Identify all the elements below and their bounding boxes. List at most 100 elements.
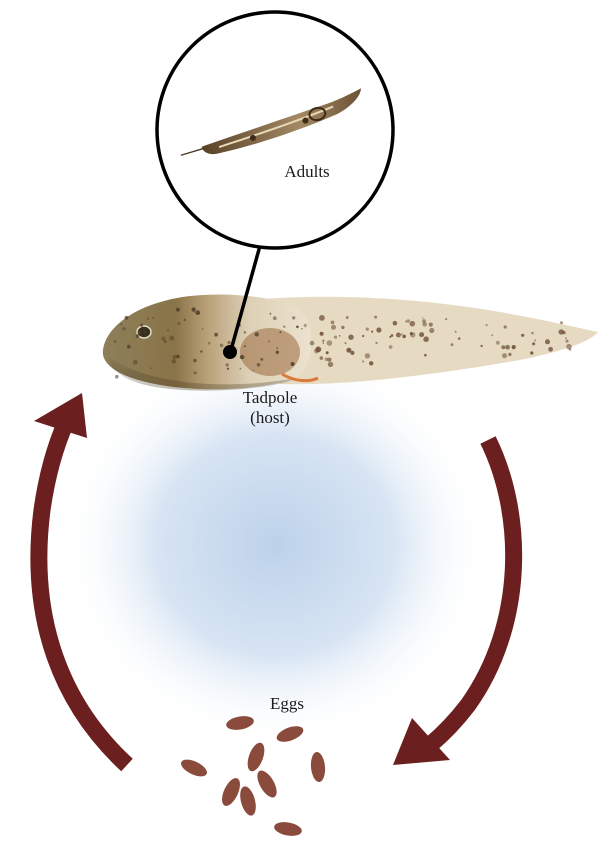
tadpole-spot <box>320 356 324 360</box>
tadpole-spot <box>227 341 230 344</box>
tadpole-spot <box>150 367 152 369</box>
tadpole-spot <box>176 308 180 312</box>
tadpole-spot <box>172 359 176 363</box>
egg <box>253 768 280 801</box>
tadpole-spot <box>147 318 149 320</box>
tadpole-spot <box>429 323 433 327</box>
tadpole-spot <box>410 332 415 337</box>
tadpole-spot <box>401 333 403 335</box>
tadpole-spot <box>200 350 202 352</box>
tadpole-spot <box>291 362 295 366</box>
tadpole-spot <box>184 319 186 321</box>
tadpole-spot <box>320 332 324 336</box>
tadpole-spot <box>508 353 511 356</box>
tadpole-spot <box>323 342 325 344</box>
label-eggs: Eggs <box>252 694 322 714</box>
tadpole-spot <box>389 345 393 349</box>
tadpole-spot <box>531 332 534 335</box>
tadpole-spot <box>410 321 416 327</box>
tadpole-spot <box>331 325 336 330</box>
tadpole-spot <box>170 336 175 341</box>
tadpole-spot <box>348 335 353 340</box>
tadpole-spot <box>407 319 410 322</box>
tadpole-spot <box>451 343 454 346</box>
tadpole-spot <box>177 322 180 325</box>
tadpole-spot <box>325 358 329 362</box>
tadpole-spot <box>374 316 377 319</box>
tadpole-spot <box>122 327 126 331</box>
tadpole-spot <box>530 351 533 354</box>
tadpole-spot <box>569 348 572 351</box>
tadpole-spot <box>133 360 138 365</box>
tadpole-spot <box>270 313 272 315</box>
tadpole-spot <box>339 335 341 337</box>
tadpole-spot <box>162 337 166 341</box>
egg <box>244 741 267 774</box>
tadpole-spot <box>366 328 369 331</box>
tadpole-spot <box>371 331 373 333</box>
label-tadpole-host: Tadpole (host) <box>215 388 325 428</box>
tadpole-spot <box>192 307 196 311</box>
tadpole-spot <box>194 371 197 374</box>
tadpole-spot <box>244 345 246 347</box>
tadpole-gut <box>240 328 300 376</box>
tadpole-spot <box>276 351 279 354</box>
tadpole-spot <box>167 329 169 331</box>
tadpole-spot <box>480 345 482 347</box>
tadpole-spot <box>565 337 567 339</box>
tadpole-spot <box>423 336 429 342</box>
inset-pointer-dot <box>223 345 237 359</box>
tadpole-spot <box>296 326 299 329</box>
tadpole-spot <box>344 342 346 344</box>
tadpole-spot <box>532 342 535 345</box>
tadpole-spot <box>365 353 370 358</box>
tadpole-spot <box>268 341 270 343</box>
tadpole-spot <box>322 340 324 342</box>
tadpole-spot <box>504 325 507 328</box>
tadpole-spot <box>255 332 259 336</box>
tadpole-spot <box>140 324 143 327</box>
tadpole-spot <box>114 340 117 343</box>
tadpole-spot <box>115 375 119 379</box>
tadpole-spot <box>331 321 335 325</box>
tadpole-spot <box>319 315 325 321</box>
adults-inset <box>157 12 393 248</box>
tadpole-spot <box>485 324 487 326</box>
tadpole-spot <box>491 334 493 336</box>
tadpole-spot <box>501 345 505 349</box>
tadpole-spot <box>422 322 427 327</box>
tadpole-spot <box>502 353 507 358</box>
tadpole-spot <box>376 327 381 332</box>
tadpole-spot <box>226 363 229 366</box>
tadpole-spot <box>120 323 122 325</box>
tadpole-spot <box>193 359 196 362</box>
tadpole-spot <box>244 331 247 334</box>
tadpole-spot <box>276 347 278 349</box>
tadpole-spot <box>283 326 285 328</box>
tadpole-spot <box>424 354 427 357</box>
tadpole-spot <box>138 330 141 333</box>
tadpole-spot <box>362 335 364 337</box>
egg <box>273 820 303 838</box>
tadpole-spot <box>393 321 398 326</box>
tadpole-spot <box>196 310 201 315</box>
egg <box>218 775 243 808</box>
tadpole-spot <box>127 345 131 349</box>
tadpole-spot <box>328 362 333 367</box>
tadpole-spot <box>458 337 461 340</box>
tadpole-spot <box>257 363 261 367</box>
tadpole-spot <box>362 361 364 363</box>
tadpole-spot <box>396 333 401 338</box>
tadpole-spot <box>202 328 204 330</box>
tadpole-spot <box>208 342 211 345</box>
tadpole-spot <box>346 316 349 319</box>
tadpole-spot <box>429 328 434 333</box>
tadpole-spot <box>136 334 140 338</box>
tadpole-spot <box>389 336 391 338</box>
tadpole-spot <box>445 318 447 320</box>
tadpole-spot <box>419 332 424 337</box>
tadpole-spot <box>310 341 315 346</box>
tadpole-spot <box>334 336 337 339</box>
tadpole-spot <box>327 340 333 346</box>
